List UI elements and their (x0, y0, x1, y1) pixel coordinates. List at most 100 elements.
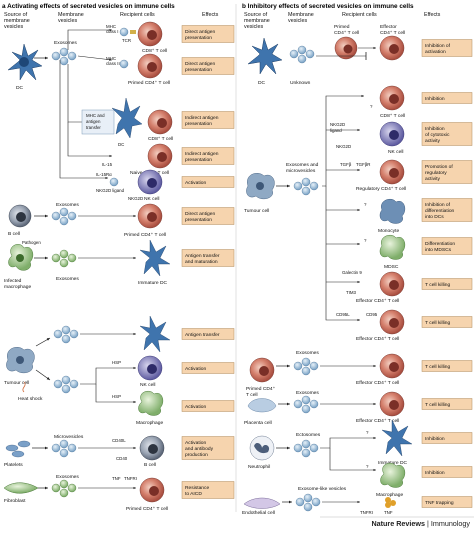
treg-label: Regulatory CD4⁺ T cell (356, 186, 406, 192)
panel_a-effect-3-line-1: Indirect antigen (185, 115, 219, 121)
exosome-cluster-bcell (51, 207, 77, 226)
panel-a-title: a Activating effects of secreted vesicle… (2, 3, 175, 10)
panel_a-effect-2-line-2: presentation (185, 67, 212, 73)
macrophage-label-a: Macrophage (136, 420, 163, 426)
panel_b-effect-box-2: Inhibition (421, 92, 473, 104)
primed-source-label-2: T cell (246, 392, 258, 398)
mhc-transfer-label-2: antigen (86, 119, 101, 124)
q-mark-4: ? (366, 430, 369, 435)
mhc1-receptor (130, 30, 136, 34)
panel_b-effect-4-line-2: regulatory (425, 170, 447, 176)
panel_b-effect-4-line-3: activity (425, 176, 441, 182)
panel_a-effect-box-9: Activation (181, 362, 235, 374)
panel_b-effect-6-line-2: into MDSCs (425, 247, 452, 253)
exosome-cluster-tumour-1 (53, 325, 79, 344)
tgfb-label: TGFβ (340, 162, 352, 167)
placenta-source (247, 398, 277, 413)
nkg2d-ligand-label-a: NKG2D ligand (96, 188, 125, 193)
immature-dc-b (381, 419, 413, 457)
mhc2-label-2: class II (106, 61, 120, 66)
panel_a-effect-3-line-2: presentation (185, 121, 212, 127)
naive-cd4-t-cell-nucleus (157, 152, 167, 162)
dc-recipient-a (111, 97, 143, 139)
panel_b-effect-5-line-1: Inhibition of (425, 202, 451, 208)
panel_a-effect-5-line-1: Activation (185, 180, 206, 186)
b-header-membrane-line-2: vesicles (288, 18, 307, 24)
branch-arrow-2 (77, 55, 113, 61)
panel_b-effect-12-line-1: Inhibition (425, 470, 445, 476)
neutrophil-nucleus (254, 442, 270, 454)
tumour-label-b: Tumour cell (244, 208, 269, 214)
placenta-label: Placenta cell (244, 420, 272, 426)
endothelial-source (243, 497, 281, 509)
header-recipient: Recipient cells (120, 12, 155, 18)
exosome-cluster-primed (293, 357, 319, 376)
panel_b-effect-1-line-2: activation (425, 49, 446, 55)
exosome-like-cluster (295, 493, 321, 512)
header-membrane-line-1: Membrane (58, 12, 84, 18)
b-header-source-line-2: membrane (244, 18, 270, 24)
nk-cell-a2-nucleus (147, 364, 157, 374)
heatshock-label: Heat shock (18, 396, 43, 402)
panel_b-effect-8-line-1: T cell killing (425, 320, 450, 326)
pathogen-label: Pathogen (22, 240, 41, 245)
tnf-label-a: TNF (112, 476, 121, 481)
panel-b-headers: Source of membrane vesicles Membrane ves… (244, 12, 441, 30)
panel_b-effect-9-line-1: T cell killing (425, 364, 450, 370)
exo-micro-label-1: Exosomes and (286, 162, 319, 168)
panel_a-effect-7-line-1: Antigen transfer (185, 253, 220, 259)
dc-recipient-tumour (139, 315, 171, 353)
infected-macrophage-nucleus (16, 254, 24, 262)
effector-cd4-b1-nucleus (389, 280, 399, 290)
panel_a-effect-11-line-1: Activation (185, 440, 206, 446)
footer-credit: Nature Reviews | Immunology (371, 519, 470, 528)
primed-source-label-1: Primed CD4⁺ (246, 386, 276, 392)
cd8-t-cell-b-nucleus (389, 94, 399, 104)
infected-label-1: Infected (4, 278, 22, 284)
effector-cd4-b3-nucleus (389, 362, 399, 372)
effector-cd4-b1-label: Effector CD4⁺ T cell (356, 298, 399, 304)
nk-cell-label-a1: NK cell (144, 196, 160, 202)
panel_b-effect-11-line-1: Inhibition (425, 436, 445, 442)
panel_b-effect-box-13: TNF trapping (421, 496, 473, 508)
exosome-cluster-fibroblast (51, 479, 77, 498)
panel_b-effect-6-line-1: Differentiation (425, 241, 455, 247)
ectosome-arrow-1 (320, 436, 376, 449)
panel_a-effect-11-line-3: production (185, 452, 208, 458)
tnf-label-b: TNF (384, 510, 393, 515)
neutrophil-label: Neutrophil (248, 464, 270, 470)
exosome-cluster-tumour-2 (53, 375, 79, 394)
heatshock-icon (22, 381, 26, 393)
q-mark-1: ? (370, 104, 373, 109)
mhc1-label-1: MHC (106, 24, 116, 29)
nkg2d-label-a: NKG2D (128, 196, 143, 201)
panel_b-effect-10-line-1: T cell killing (425, 402, 450, 408)
b-header-recipient: Recipient cells (342, 12, 377, 18)
bcell-source-nucleus (16, 212, 26, 222)
bcell-recipient-nucleus (148, 444, 158, 454)
panel_b-effect-box-9: T cell killing (421, 360, 473, 372)
q-mark-3: ? (364, 238, 367, 243)
immature-dc-label-a: Immature DC (138, 280, 168, 286)
primed-cd4-source-b-nucleus (259, 366, 269, 376)
unknown-vesicles (289, 45, 315, 64)
macrophage-b (380, 463, 406, 488)
b-header-effects: Effects (424, 12, 441, 18)
exosome-cluster-dc (51, 47, 77, 66)
tnfr1-label-a: TNFRI (124, 476, 137, 481)
panel_b-effect-5-line-3: into DCs (425, 214, 444, 220)
cd40l-label: CD40L (112, 438, 126, 443)
primed-cd4-t-cell-a3-nucleus (149, 486, 159, 496)
header-source-line-3: vesicles (4, 24, 23, 30)
mhc-transfer-box: MHC and antigen transfer (81, 109, 115, 135)
exosomes-label-a3: Exosomes (56, 276, 79, 282)
tgfbr-label: TGFβR (356, 162, 370, 167)
nkg2d-ligand-b-2: ligand (330, 128, 342, 133)
